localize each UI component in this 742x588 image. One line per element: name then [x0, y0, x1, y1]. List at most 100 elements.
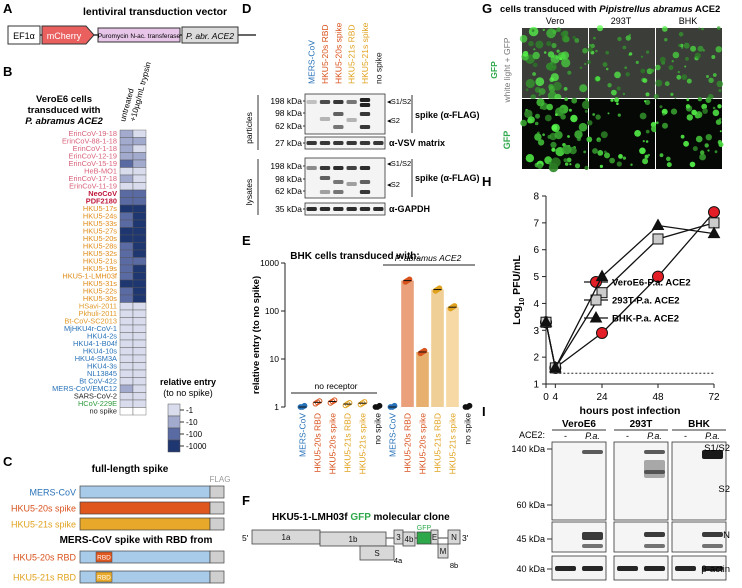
heatmap-cell [119, 167, 134, 176]
heatmap-cell [119, 362, 134, 371]
blot-band [333, 180, 344, 184]
gene-e [430, 529, 439, 545]
blot-band [644, 470, 665, 474]
gfp-cell [662, 113, 665, 116]
heatmap-cell [132, 249, 147, 258]
heatmap-cell [132, 317, 147, 326]
heatmap-cell [132, 227, 147, 236]
gfp-cell [534, 121, 539, 126]
heatmap-cell [119, 159, 134, 168]
heatmap-row-label: HKU5-19s [83, 264, 117, 273]
blot-group-label: 293T [630, 419, 653, 430]
heatmap-cell [132, 219, 147, 228]
blot-group-label: BHK [688, 419, 710, 430]
heatmap-row-label: HKU5-22s [83, 287, 117, 296]
y-tick-label: 8 [533, 192, 539, 203]
gfp-cell [681, 46, 684, 49]
legend-label: BHK-P.a. ACE2 [612, 314, 679, 325]
blot-lane-label: HKU5-20s RBD [320, 24, 330, 84]
legend-tick-label: -10 [186, 418, 198, 427]
gfp-cell [647, 153, 650, 157]
series-point [652, 233, 664, 245]
heatmap-cell [132, 347, 147, 356]
x-tick-label: 48 [652, 392, 664, 403]
gfp-cell [672, 51, 680, 59]
gfp-cell [700, 150, 705, 155]
heatmap-title-2: transduced with [28, 105, 101, 116]
blot-band [702, 532, 723, 537]
blot-band [346, 182, 357, 186]
ace2-label: ACE2: [519, 430, 545, 440]
panel-letter-i: I [482, 404, 486, 419]
heatmap-cell [132, 152, 147, 161]
entry-point [361, 399, 368, 405]
heatmap-cell [132, 287, 147, 296]
gfp-cell [532, 62, 538, 68]
blot-band [555, 566, 576, 571]
mw-label: 45 kDa [516, 534, 545, 544]
gfp-cell [551, 157, 561, 168]
gfp-cell [642, 158, 649, 165]
heatmap-cell [119, 264, 134, 273]
gfp-cell [712, 73, 717, 77]
gfp-cell [542, 133, 545, 136]
heatmap-cell [119, 294, 134, 303]
heatmap-row-label: NL13845 [87, 369, 117, 378]
entry-point [316, 398, 323, 405]
entry-bar [416, 351, 429, 407]
series-point [708, 217, 720, 229]
gfp-cell [530, 94, 536, 100]
x-tick-label: MERS-CoV [388, 413, 398, 457]
gfp-cell [546, 103, 553, 111]
gfp-cell [537, 139, 545, 146]
band-label-actin: β-actin [701, 564, 730, 575]
gfp-cell [681, 74, 688, 80]
heatmap-row-label: HKU5-28s [83, 242, 117, 251]
panel-e: E BHK cells transduced with: 1101001000r… [242, 233, 475, 474]
rbd-box [95, 551, 113, 563]
legend-marker [589, 310, 603, 323]
gfp-cell [532, 72, 536, 76]
gfp-cell [718, 142, 724, 148]
y-axis-label: relative entry (to no spike) [251, 276, 262, 394]
heatmap-row-label: HKU4-1-B04f [73, 339, 118, 348]
heatmap-row-label: ErinCoV-1-18 [73, 144, 117, 153]
blot-lane-label: MERS-CoV [307, 40, 317, 84]
gfp-cell [532, 51, 540, 60]
gfp-cell [546, 28, 556, 39]
heatmap-title-1: VeroE6 cells [36, 94, 92, 105]
y-tick-label: 2 [533, 353, 539, 364]
heatmap-cell [132, 167, 147, 176]
gfp-cell [634, 130, 641, 137]
panel-a: A lentiviral transduction vector EF1α mC… [3, 1, 256, 45]
gfp-cell [534, 133, 542, 141]
clone-title-gfp: GFP [350, 512, 371, 523]
y-tick-label: 100 [265, 306, 279, 316]
gfp-cell [564, 97, 568, 101]
gfp-cell [560, 114, 566, 120]
heatmap-cell [132, 384, 147, 393]
gfp-cell [561, 107, 565, 111]
gfp-cell [582, 47, 588, 54]
heatmap-cell [119, 129, 134, 138]
lane-label: P.a. [585, 431, 600, 441]
blot-band [644, 460, 665, 478]
y-axis-label-sub: 10 [519, 298, 526, 306]
gfp-cell [642, 140, 645, 143]
gfp-cell [563, 87, 568, 91]
heatmap-cell [119, 242, 134, 251]
blot-band [359, 103, 371, 107]
gfp-cell [611, 89, 617, 96]
heatmap-legend-title-2: (to no spike) [163, 388, 213, 398]
gfp-cell [617, 36, 622, 42]
heatmap-row-label: ErinCoV-12-19 [69, 152, 117, 161]
gfp-cell [559, 57, 563, 61]
series-line [545, 211, 715, 370]
legend-swatch [167, 427, 181, 441]
gfp-cell [716, 26, 721, 30]
y-tick-label: 6 [533, 245, 539, 256]
blot-group-label: VeroE6 [562, 419, 596, 430]
heatmap-cell [132, 234, 147, 243]
